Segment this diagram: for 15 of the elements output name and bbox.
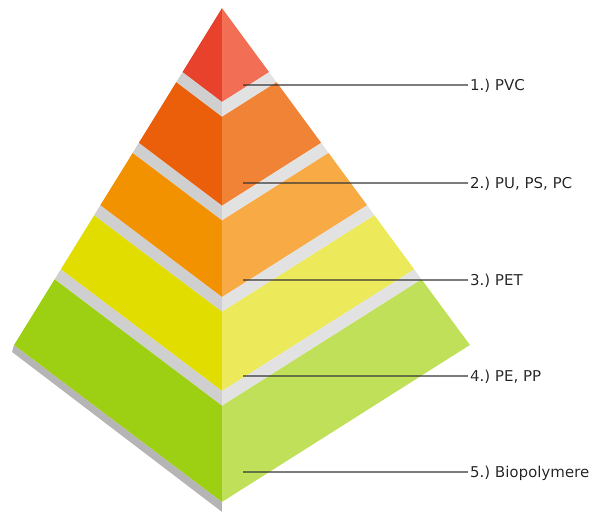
leader-line — [243, 471, 468, 473]
pyramid-layer — [182, 8, 270, 102]
pyramid-layer — [100, 152, 368, 297]
pyramid-layer — [138, 82, 322, 206]
leader-line — [243, 84, 468, 86]
layer-label: 4.) PE, PP — [470, 367, 542, 385]
leader-line — [243, 182, 468, 184]
leader-line — [243, 279, 468, 281]
layer-label: 1.) PVC — [470, 76, 525, 94]
layer-label: 2.) PU, PS, PC — [470, 174, 572, 192]
layer-label: 5.) Biopolymere — [470, 463, 590, 481]
layer-label: 3.) PET — [470, 271, 523, 289]
leader-line — [243, 375, 468, 377]
pyramid-layer — [14, 279, 470, 502]
pyramid-layer — [60, 215, 414, 391]
